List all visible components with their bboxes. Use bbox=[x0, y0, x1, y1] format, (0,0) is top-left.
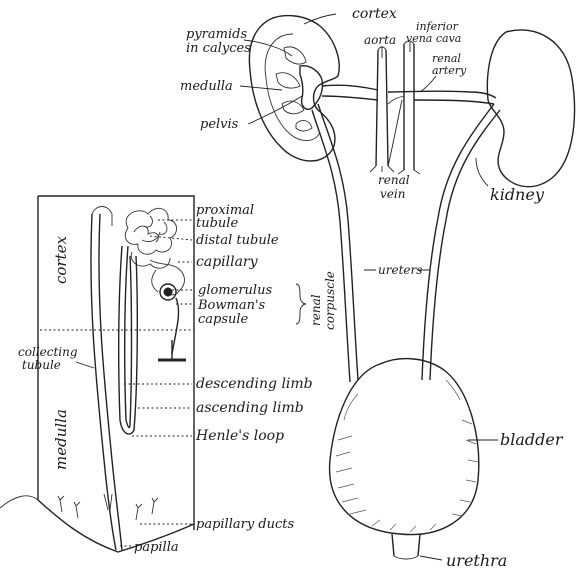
inferior-vena-cava bbox=[404, 44, 414, 170]
collecting-tubule bbox=[91, 214, 122, 550]
pyramids bbox=[276, 47, 312, 131]
label-artery: artery bbox=[432, 64, 467, 77]
label-henles: Henle's loop bbox=[195, 428, 284, 444]
right-kidney bbox=[487, 30, 574, 187]
label-in-calyces: in calyces bbox=[186, 41, 251, 56]
bladder bbox=[330, 359, 479, 535]
label-proximal-tubule: tubule bbox=[196, 216, 238, 231]
urethra bbox=[392, 534, 420, 556]
label-collecting: collecting bbox=[18, 345, 78, 359]
label-urethra: urethra bbox=[446, 551, 507, 570]
label-collecting-tubule: tubule bbox=[22, 358, 61, 372]
label-bowmans: Bowman's bbox=[197, 298, 266, 313]
label-glomerulus: glomerulus bbox=[198, 283, 272, 298]
renal-pelvis bbox=[300, 66, 323, 110]
label-vein: vein bbox=[380, 187, 405, 201]
nephron-panel bbox=[0, 196, 194, 552]
label-capsule: capsule bbox=[198, 312, 249, 327]
right-ureter bbox=[422, 104, 500, 380]
label-renal-vein: renal bbox=[378, 173, 410, 187]
label-bladder: bladder bbox=[500, 430, 564, 449]
label-cortex-top: cortex bbox=[352, 6, 397, 22]
label-aorta: aorta bbox=[364, 33, 396, 47]
aorta bbox=[376, 50, 388, 166]
label-ureters: ureters bbox=[378, 263, 422, 277]
label-vena-cava: vena cava bbox=[406, 32, 461, 45]
glomerulus bbox=[164, 288, 173, 297]
bladder-shading bbox=[336, 380, 478, 532]
label-cortex-side: cortex bbox=[52, 235, 70, 284]
label-ascending: ascending limb bbox=[196, 400, 304, 416]
label-kidney: kidney bbox=[490, 185, 545, 204]
afferent-vessel bbox=[172, 298, 179, 354]
label-pyramids: pyramids bbox=[186, 27, 247, 42]
label-papilla: papilla bbox=[134, 540, 179, 555]
kidney-system bbox=[249, 16, 574, 559]
left-ureter bbox=[312, 104, 358, 382]
collecting-branch bbox=[92, 207, 112, 227]
label-renal-corpuscle: renal bbox=[309, 294, 323, 326]
label-pelvis: pelvis bbox=[200, 117, 239, 132]
convoluted-tubules bbox=[125, 208, 176, 268]
label-capillary: capillary bbox=[196, 254, 259, 270]
label-corpuscle: corpuscle bbox=[323, 271, 337, 330]
leader-lines bbox=[76, 14, 498, 560]
label-descending: descending limb bbox=[196, 376, 313, 392]
label-distal: distal tubule bbox=[196, 233, 279, 248]
left-kidney-inner bbox=[265, 34, 320, 141]
label-medulla-side: medulla bbox=[52, 409, 70, 470]
renal-vessels-left bbox=[322, 85, 378, 100]
label-medulla-top: medulla bbox=[180, 79, 233, 94]
label-papillary: papillary ducts bbox=[196, 517, 295, 532]
henles-loop bbox=[119, 246, 138, 434]
